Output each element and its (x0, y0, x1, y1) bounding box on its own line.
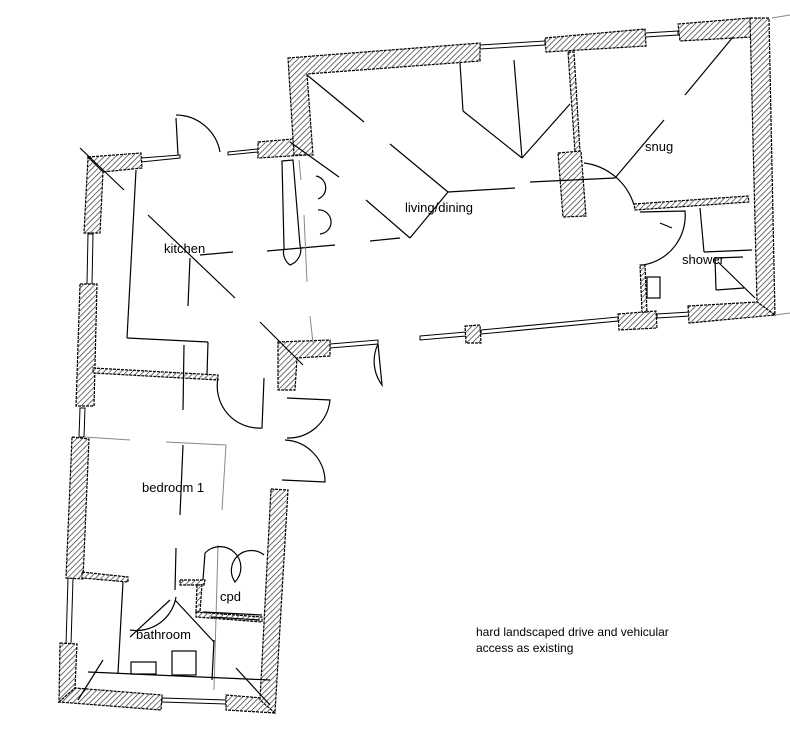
room-label-cpd: cpd (220, 589, 241, 604)
site-note-line-1: hard landscaped drive and vehicular (476, 625, 669, 639)
walls (57, 17, 777, 715)
room-label-kitchen: kitchen (164, 241, 206, 256)
site-note-line-2: access as existing (476, 641, 574, 655)
room-label-bedroom-1: bedroom 1 (142, 480, 205, 495)
room-label-shower: shower (682, 252, 724, 267)
room-label-snug: snug (645, 139, 674, 154)
windows (65, 30, 691, 705)
room-label-living-dining: living/dining (405, 200, 473, 215)
interior-lines (77, 36, 756, 706)
doors (129, 114, 686, 632)
room-label-bathroom: bathroom (136, 627, 191, 642)
